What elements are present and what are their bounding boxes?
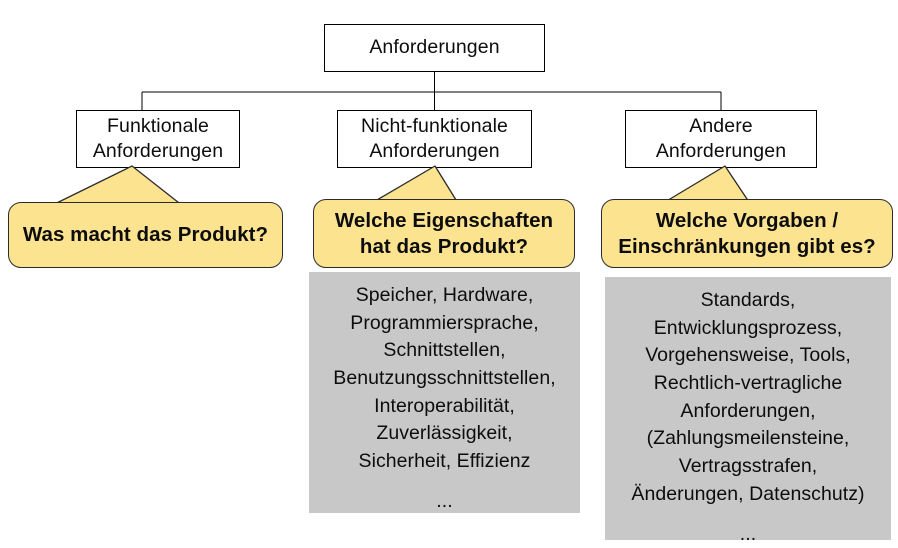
panel-andere-line-2: Entwicklungsprozess,: [605, 315, 891, 343]
panel-nicht-funktionale-line-2: Programmiersprache,: [309, 310, 580, 338]
callout-andere: Welche Vorgaben / Einschränkungen gibt e…: [601, 162, 893, 268]
panel-andere-line-5: Anforderungen,: [605, 398, 891, 426]
panel-andere-beispiele: Standards, Entwicklungsprozess, Vorgehen…: [605, 277, 891, 540]
callout-funktionale-bubble: Was macht das Produkt?: [8, 202, 283, 268]
node-anforderungen-line-1: Anforderungen: [369, 35, 499, 60]
panel-andere-line-4: Rechtlich-vertragliche: [605, 370, 891, 398]
node-andere-line-2: Anforderungen: [656, 139, 786, 164]
node-nicht-funktionale-line-2: Anforderungen: [369, 139, 499, 164]
panel-nicht-funktionale-beispiele: Speicher, Hardware, Programmiersprache, …: [309, 272, 580, 513]
panel-nicht-funktionale-line-5: Interoperabilität,: [309, 393, 580, 421]
node-anforderungen: Anforderungen: [324, 24, 545, 72]
panel-andere-line-7: Vertragsstrafen,: [605, 453, 891, 481]
node-andere-anforderungen: Andere Anforderungen: [625, 110, 817, 168]
callout-nicht-funktionale-line-2: hat das Produkt?: [360, 234, 528, 260]
node-nicht-funktionale-anforderungen: Nicht-funktionale Anforderungen: [337, 110, 532, 168]
node-nicht-funktionale-line-1: Nicht-funktionale: [361, 114, 508, 139]
callout-nicht-funktionale-bubble: Welche Eigenschaften hat das Produkt?: [313, 199, 575, 268]
panel-andere-ellipsis: ...: [605, 521, 891, 548]
node-funktionale-line-2: Anforderungen: [93, 139, 223, 164]
panel-andere-line-3: Vorgehensweise, Tools,: [605, 342, 891, 370]
panel-nicht-funktionale-line-1: Speicher, Hardware,: [309, 282, 580, 310]
panel-andere-spacer: [605, 509, 891, 521]
panel-nicht-funktionale-line-3: Schnittstellen,: [309, 337, 580, 365]
callout-nicht-funktionale-line-1: Welche Eigenschaften: [335, 208, 553, 234]
panel-nicht-funktionale-ellipsis: ...: [309, 488, 580, 516]
callout-funktionale: Was macht das Produkt?: [8, 162, 283, 268]
node-funktionale-anforderungen: Funktionale Anforderungen: [76, 110, 240, 168]
callout-andere-line-1: Welche Vorgaben /: [656, 208, 838, 234]
panel-nicht-funktionale-line-6: Zuverlässigkeit,: [309, 420, 580, 448]
node-andere-line-1: Andere: [689, 114, 752, 139]
panel-andere-line-8: Änderungen, Datenschutz): [605, 481, 891, 509]
callout-andere-line-2: Einschränkungen gibt es?: [618, 234, 876, 260]
callout-nicht-funktionale: Welche Eigenschaften hat das Produkt?: [313, 162, 575, 268]
panel-nicht-funktionale-line-7: Sicherheit, Effizienz: [309, 448, 580, 476]
node-funktionale-line-1: Funktionale: [107, 114, 209, 139]
panel-nicht-funktionale-spacer: [309, 476, 580, 488]
callout-andere-bubble: Welche Vorgaben / Einschränkungen gibt e…: [601, 199, 893, 268]
panel-andere-line-1: Standards,: [605, 287, 891, 315]
panel-andere-line-6: (Zahlungsmeilensteine,: [605, 425, 891, 453]
panel-nicht-funktionale-line-4: Benutzungsschnittstellen,: [309, 365, 580, 393]
callout-funktionale-line-1: Was macht das Produkt?: [23, 222, 268, 248]
